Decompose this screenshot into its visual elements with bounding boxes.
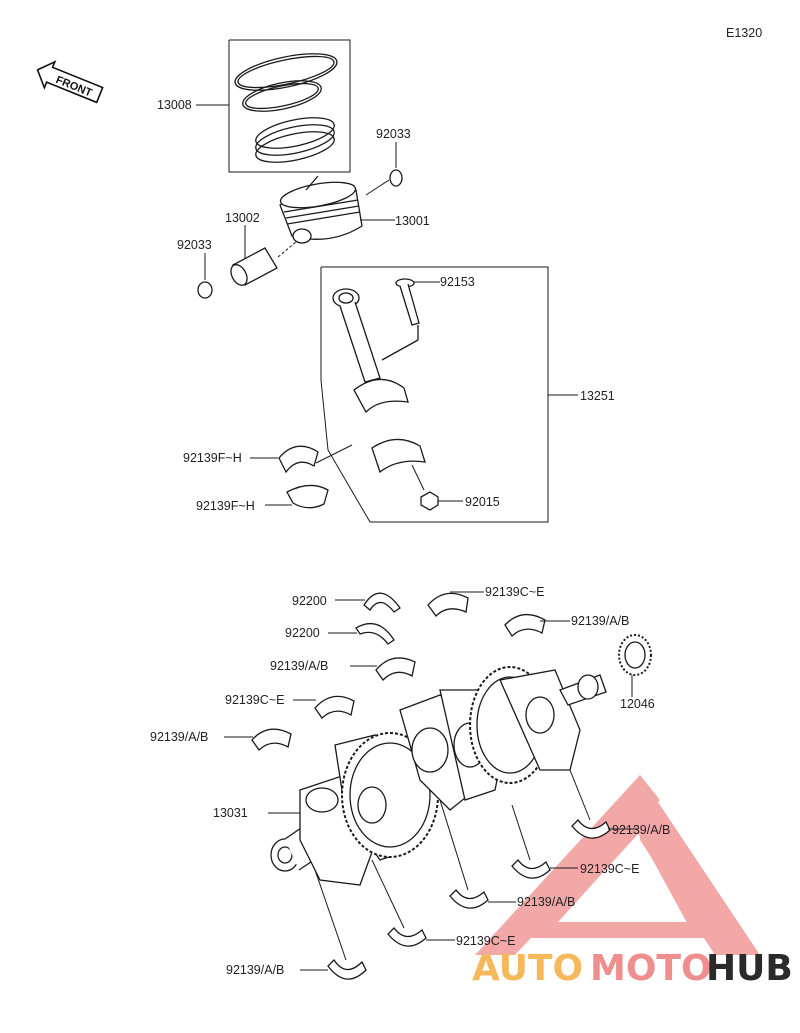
- label-13001: 13001: [395, 214, 430, 228]
- front-arrow-icon: FRONT: [36, 60, 104, 104]
- label-92139ce-3: 92139C~E: [580, 862, 639, 876]
- main-bearing-8: [439, 799, 516, 909]
- label-92139ab-4: 92139/A/B: [612, 823, 670, 837]
- conrod-assembly: [320, 266, 578, 523]
- main-bearing-4: [293, 695, 355, 719]
- label-92139ab-5: 92139/A/B: [517, 895, 575, 909]
- watermark-logo: [475, 775, 760, 955]
- label-92153: 92153: [440, 275, 475, 289]
- main-bearing-9: [371, 859, 455, 947]
- conrod-bolt: [395, 278, 440, 326]
- circlip-upper: [365, 142, 403, 196]
- label-92033-lower: 92033: [177, 238, 212, 252]
- main-bearing-7: [511, 804, 578, 879]
- conrod-bearing-lower: [265, 484, 329, 509]
- conrod-nut: [411, 464, 463, 511]
- piston: [279, 175, 395, 244]
- diagram-code: E1320: [726, 26, 762, 40]
- label-13008: 13008: [157, 98, 192, 112]
- main-bearing-1: [427, 591, 484, 617]
- connecting-rod: [332, 288, 426, 474]
- thrust-washer-lower: [328, 622, 395, 645]
- label-13251: 13251: [580, 389, 615, 403]
- label-92139ab-6: 92139/A/B: [226, 963, 284, 977]
- conrod-bearing-upper: [250, 444, 353, 474]
- main-bearing-3: [350, 657, 416, 682]
- main-bearing-10: [300, 869, 367, 980]
- label-12046: 12046: [620, 697, 655, 711]
- main-bearing-5: [224, 728, 292, 751]
- label-92139fh-upper: 92139F~H: [183, 451, 242, 465]
- label-92139ce-1: 92139C~E: [485, 585, 544, 599]
- circlip-lower: [197, 253, 213, 299]
- piston-ring-set: [196, 39, 351, 173]
- thrust-washer-upper: [335, 592, 401, 613]
- watermark-moto: MOTO: [590, 948, 712, 989]
- label-13002: 13002: [225, 211, 260, 225]
- label-92139ab-1: 92139/A/B: [571, 614, 629, 628]
- label-92033-upper: 92033: [376, 127, 411, 141]
- crankshaft: [270, 666, 607, 886]
- watermark-hub: HUB: [706, 948, 793, 989]
- label-92139fh-lower: 92139F~H: [196, 499, 255, 513]
- label-92200-upper: 92200: [292, 594, 327, 608]
- crank-gear: [618, 634, 652, 697]
- label-92139ce-4: 92139C~E: [456, 934, 515, 948]
- main-bearing-2: [504, 613, 570, 638]
- label-13031: 13031: [213, 806, 248, 820]
- label-92015: 92015: [465, 495, 500, 509]
- piston-pin: [230, 225, 297, 286]
- label-92139ab-3: 92139/A/B: [150, 730, 208, 744]
- label-92139ab-2: 92139/A/B: [270, 659, 328, 673]
- label-92139ce-2: 92139C~E: [225, 693, 284, 707]
- label-92200-lower: 92200: [285, 626, 320, 640]
- main-bearing-6: [569, 769, 638, 839]
- watermark-auto: AUTO: [472, 948, 583, 989]
- watermark-text: AUTO MOTO HUB: [472, 948, 793, 989]
